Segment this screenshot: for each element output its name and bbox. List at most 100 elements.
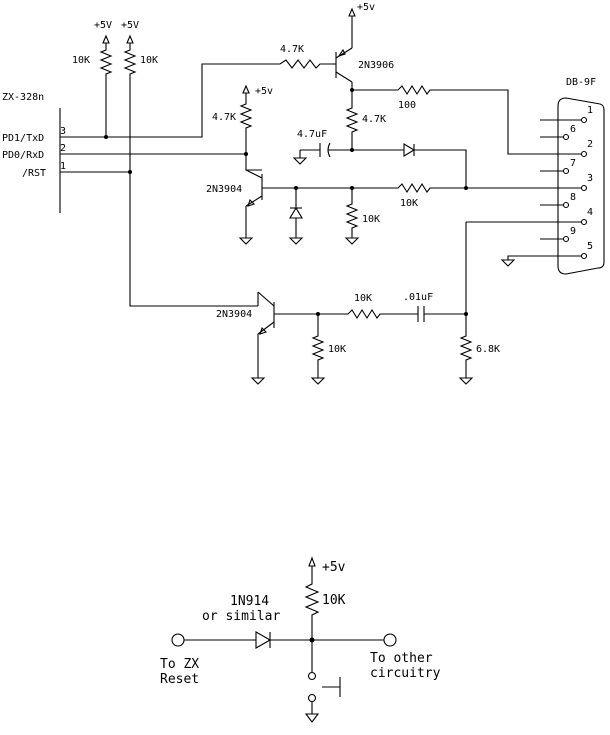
cap2-value: .01uF bbox=[403, 292, 433, 303]
switch-contact-top bbox=[307, 671, 317, 681]
db9-pin-hole bbox=[580, 218, 588, 226]
db9-pin-num: 3 bbox=[587, 173, 593, 184]
wire-npn1-base bbox=[262, 182, 540, 194]
ground-symbol bbox=[238, 237, 254, 245]
db9-pin-num: 2 bbox=[587, 139, 593, 150]
db9-pin-hole bbox=[562, 167, 570, 175]
pullup-right: +5V 10K bbox=[121, 20, 258, 307]
ground-symbol bbox=[304, 713, 320, 723]
reset-diode-body bbox=[255, 631, 272, 649]
supply-arrow bbox=[242, 84, 250, 94]
ground-symbol bbox=[500, 259, 516, 267]
wire-pin5 bbox=[507, 255, 540, 260]
db9-pin-num: 8 bbox=[570, 192, 576, 203]
supply-arrow bbox=[102, 34, 110, 44]
pullup-right-value: 10K bbox=[140, 55, 158, 66]
diode-right-wire bbox=[414, 149, 467, 188]
npn1-arrow bbox=[247, 198, 256, 207]
supply-arrow bbox=[308, 556, 316, 567]
db9-pins: 1 6 2 7 3 8 4 9 5 bbox=[540, 105, 593, 260]
npn1-base-resistor-value: 10K bbox=[400, 198, 418, 209]
ground-symbol bbox=[310, 377, 326, 385]
connector-name: DB-9F bbox=[566, 77, 596, 88]
right-label-line2: circuitry bbox=[370, 666, 441, 681]
pnp-base-resistor-value: 4.7K bbox=[280, 44, 304, 55]
reset-resistor-value: 10K bbox=[322, 593, 346, 608]
db9-pin-num: 1 bbox=[587, 105, 593, 116]
ground-symbol bbox=[344, 237, 360, 245]
db9-pin-hole bbox=[580, 150, 588, 158]
pullup-left-value: 10K bbox=[72, 55, 90, 66]
npn1-supply: +5v bbox=[255, 86, 273, 97]
pnp-transistor: +5v 2N3906 4.7K bbox=[280, 2, 394, 83]
pullup-left: +5V 10K bbox=[72, 20, 113, 139]
npn2-collector bbox=[257, 291, 275, 307]
db9-pin-num: 9 bbox=[570, 226, 576, 237]
mcu-pin3-num: 3 bbox=[60, 126, 66, 137]
npn1-transistor: +5v 4.7K 2N3904 bbox=[206, 84, 273, 245]
npn1-collector bbox=[245, 169, 263, 179]
supply-arrow bbox=[126, 34, 134, 44]
ground-symbol bbox=[288, 237, 304, 245]
ground-symbol bbox=[458, 377, 474, 385]
pnp-collector-resistor bbox=[345, 82, 359, 150]
left-label-line2: Reset bbox=[160, 672, 199, 687]
npn2-label: 2N3904 bbox=[216, 309, 252, 320]
mcu-pin2-num: 2 bbox=[60, 143, 66, 154]
db9-pin-hole bbox=[580, 184, 588, 192]
mcu-header: ZX-328n PD1/TxD 3 PD0/RxD 2 /RST 1 bbox=[2, 92, 66, 213]
db9-pin-hole bbox=[562, 201, 570, 209]
terminal-left bbox=[171, 633, 185, 647]
pnp-collector-resistor-value: 4.7K bbox=[362, 114, 386, 125]
mcu-pin3-label: PD1/TxD bbox=[2, 133, 44, 144]
diode-alt: or similar bbox=[202, 609, 280, 624]
db9-pin-num: 6 bbox=[570, 124, 576, 135]
mcu-pin2-label: PD0/RxD bbox=[2, 150, 44, 161]
mcu-pin1-num: 1 bbox=[60, 161, 66, 172]
npn1-emitter-resistor-value: 10K bbox=[362, 214, 380, 225]
ground-symbol bbox=[250, 377, 266, 385]
pnp-label: 2N3906 bbox=[358, 60, 394, 71]
terminal-right bbox=[383, 633, 397, 647]
db9-pin-num: 5 bbox=[587, 241, 593, 252]
npn1-collector-resistor bbox=[239, 93, 262, 171]
switch-contact-bottom bbox=[307, 693, 317, 703]
ground-symbol bbox=[292, 157, 308, 165]
mcu-pin1-label: /RST bbox=[22, 168, 46, 179]
npn1-collector-resistor-value: 4.7K bbox=[212, 112, 236, 123]
pnp-collector bbox=[335, 71, 353, 83]
diode-name: 1N914 bbox=[230, 594, 269, 609]
reset-pullup-resistor bbox=[304, 566, 320, 640]
junction-dot bbox=[350, 148, 354, 152]
supply-arrow bbox=[348, 7, 356, 17]
npn2-base-resistor-value: 10K bbox=[354, 293, 372, 304]
pnp-arrow bbox=[337, 48, 346, 58]
npn2-emitter-resistor bbox=[311, 314, 325, 378]
npn2-arrow bbox=[259, 326, 268, 335]
db9-connector: DB-9F 1 6 2 7 3 8 4 9 5 bbox=[540, 77, 605, 275]
npn1-emitter-resistor bbox=[345, 188, 359, 238]
resistor-6k8 bbox=[459, 222, 473, 378]
r100-value: 100 bbox=[398, 100, 416, 111]
pullup-right-resistor bbox=[123, 43, 258, 307]
cap-value: 4.7uF bbox=[297, 129, 327, 140]
zener-body bbox=[289, 206, 303, 219]
db9-pin-num: 4 bbox=[587, 207, 593, 218]
db9-pin-hole bbox=[580, 252, 588, 260]
pullup-left-supply: +5V bbox=[94, 20, 112, 31]
db9-pin-hole bbox=[580, 116, 588, 124]
mcu-name: ZX-328n bbox=[2, 92, 44, 103]
pullup-right-supply: +5V bbox=[121, 20, 139, 31]
connector-shell bbox=[557, 97, 605, 275]
npn2-emitter-resistor-value: 10K bbox=[328, 344, 346, 355]
db9-pin-hole bbox=[562, 133, 570, 141]
pullup-left-resistor bbox=[99, 43, 113, 137]
db9-pin-num: 7 bbox=[570, 158, 576, 169]
left-label-line1: To ZX bbox=[160, 657, 199, 672]
right-label-line1: To other bbox=[370, 651, 433, 666]
npn1-label: 2N3904 bbox=[206, 184, 242, 195]
reset-circuit: +5v 10K 1N914 or similar To ZX Reset To … bbox=[160, 556, 441, 723]
reset-supply: +5v bbox=[322, 560, 346, 575]
db9-pin-hole bbox=[562, 235, 570, 243]
